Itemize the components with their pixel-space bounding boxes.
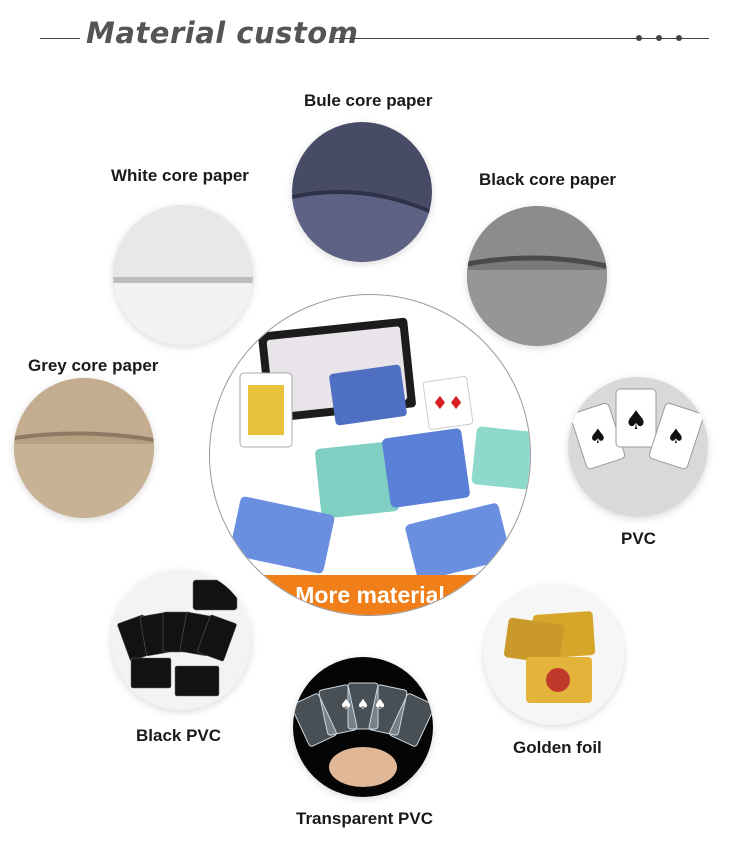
rule-dot bbox=[636, 35, 642, 41]
more-material-label: More material bbox=[295, 582, 445, 608]
white-core-paper-image bbox=[113, 205, 253, 345]
svg-text:♦♦: ♦♦ bbox=[432, 393, 464, 414]
label-golden-foil: Golden foil bbox=[513, 738, 602, 757]
label-grey-core-paper: Grey core paper bbox=[28, 356, 159, 375]
header-rule-left bbox=[40, 38, 80, 39]
label-black-core-paper: Black core paper bbox=[479, 170, 617, 189]
black-core-paper-image bbox=[467, 206, 607, 346]
golden-foil-image bbox=[484, 585, 624, 725]
svg-text:♠: ♠ bbox=[589, 424, 607, 448]
black-pvc-image bbox=[111, 570, 251, 710]
label-bule-core-paper: Bule core paper bbox=[304, 91, 433, 110]
transparent-pvc-image: ♠ ♠ ♠ bbox=[293, 657, 433, 797]
bule-core-paper-image bbox=[292, 122, 432, 262]
label-white-core-paper: White core paper bbox=[111, 166, 249, 185]
label-pvc: PVC bbox=[621, 529, 656, 548]
label-black-pvc: Black PVC bbox=[136, 726, 222, 745]
grey-core-paper-image bbox=[14, 378, 154, 518]
rule-dot bbox=[656, 35, 662, 41]
rule-dot bbox=[676, 35, 682, 41]
more-material-showcase[interactable]: ♦♦ More material bbox=[209, 294, 531, 616]
svg-text:♠: ♠ bbox=[667, 424, 685, 448]
label-transparent-pvc: Transparent PVC bbox=[296, 809, 433, 828]
more-material-banner bbox=[210, 575, 530, 615]
pvc-image: ♠ ♠ ♠ bbox=[568, 377, 708, 517]
section-title: Material custom bbox=[86, 16, 359, 50]
svg-text:♠: ♠ bbox=[624, 406, 647, 436]
header-rule-right bbox=[335, 38, 709, 39]
playing-cards-set-image: ♦♦ bbox=[229, 317, 530, 581]
svg-text:♠ ♠ ♠: ♠ ♠ ♠ bbox=[340, 697, 387, 713]
